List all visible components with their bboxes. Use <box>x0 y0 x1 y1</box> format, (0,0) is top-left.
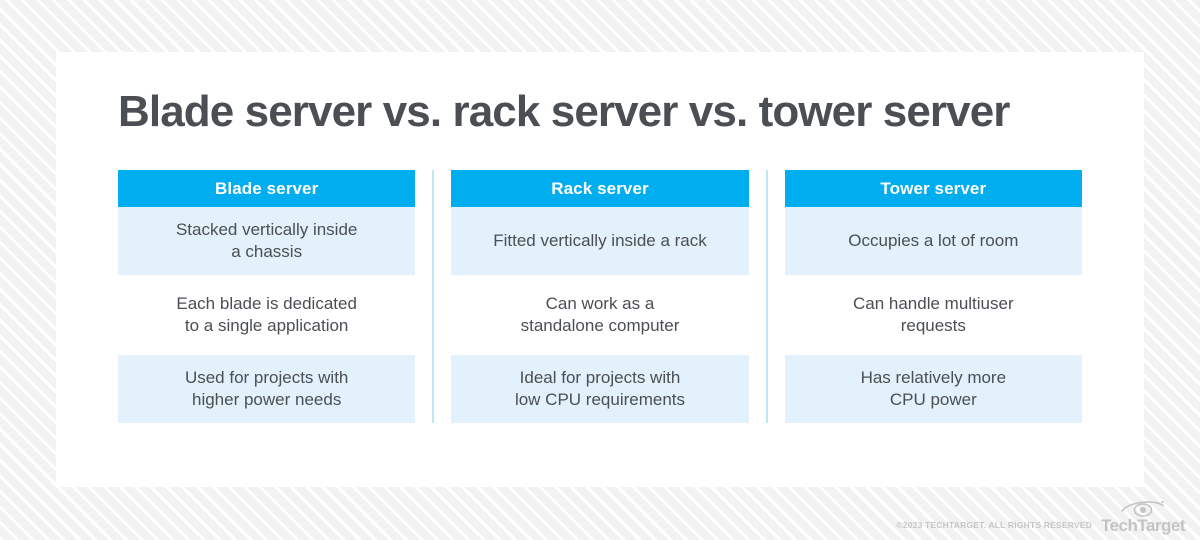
footer: ©2023 TECHTARGET. ALL RIGHTS RESERVED Te… <box>896 498 1186 534</box>
table-cell: Used for projects with higher power need… <box>118 355 416 423</box>
table-cell: Stacked vertically inside a chassis <box>118 207 416 275</box>
techtarget-wordmark: TechTarget <box>1100 516 1186 535</box>
column-header-blade-server: Blade server <box>118 170 416 207</box>
table-cell: Can handle multiuser requests <box>784 281 1082 349</box>
content-card: Blade server vs. rack server vs. tower s… <box>56 52 1144 487</box>
row-spacer <box>451 275 749 281</box>
row-spacer <box>784 349 1082 355</box>
table-cell: Has relatively more CPU power <box>784 355 1082 423</box>
page-title: Blade server vs. rack server vs. tower s… <box>118 87 1010 136</box>
table-cell: Fitted vertically inside a rack <box>451 207 749 275</box>
row-spacer <box>451 349 749 355</box>
row-spacer <box>784 275 1082 281</box>
table-cell: Can work as a standalone computer <box>451 281 749 349</box>
copyright-text: ©2023 TECHTARGET. ALL RIGHTS RESERVED <box>896 520 1092 530</box>
techtarget-logo: TechTarget <box>1100 498 1186 534</box>
column-divider <box>415 170 451 423</box>
table-column-tower-server: Tower server Occupies a lot of room Can … <box>784 170 1082 423</box>
row-spacer <box>118 349 416 355</box>
eye-icon <box>1121 500 1164 517</box>
table-cell: Occupies a lot of room <box>784 207 1082 275</box>
table-column-blade-server: Blade server Stacked vertically inside a… <box>118 170 416 423</box>
column-header-tower-server: Tower server <box>784 170 1082 207</box>
table-cell: Each blade is dedicated to a single appl… <box>118 281 416 349</box>
table-cell: Ideal for projects with low CPU requirem… <box>451 355 749 423</box>
table-column-rack-server: Rack server Fitted vertically inside a r… <box>451 170 749 423</box>
column-header-rack-server: Rack server <box>451 170 749 207</box>
row-spacer <box>118 275 416 281</box>
comparison-table: Blade server Stacked vertically inside a… <box>118 170 1082 423</box>
column-divider <box>749 170 785 423</box>
